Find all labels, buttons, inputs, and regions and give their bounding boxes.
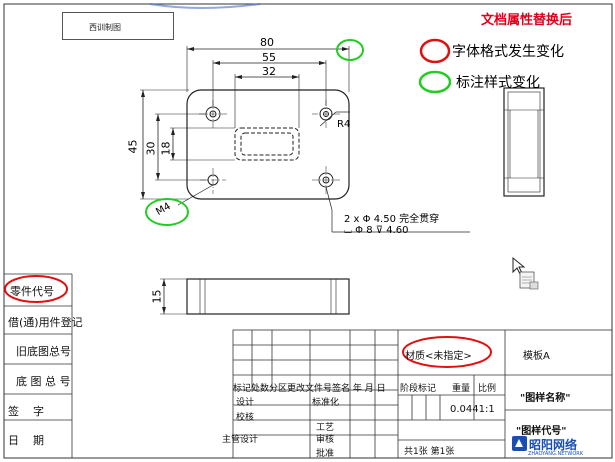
green-ellipse-m4 bbox=[145, 198, 189, 226]
dim-18: 18 bbox=[159, 141, 173, 156]
review-label: 审核 bbox=[316, 435, 335, 445]
red-ellipse-material bbox=[402, 336, 492, 368]
scale-label: 比例 bbox=[478, 384, 497, 394]
old-total-label: 旧底图总号 bbox=[16, 345, 71, 358]
legend-green-ellipse bbox=[418, 70, 452, 94]
side-table-grid bbox=[4, 273, 73, 458]
side-view bbox=[503, 87, 545, 197]
scale-value: 0.0441:1 bbox=[450, 404, 495, 415]
template-label: 模板A bbox=[523, 351, 550, 362]
borrow-register-label: 借(通)用件登记 bbox=[8, 316, 83, 329]
bottom-view bbox=[160, 278, 350, 315]
legend-green-label: 标注样式变化 bbox=[456, 75, 540, 91]
green-ellipse-dim bbox=[336, 39, 364, 61]
weight-label: 重量 bbox=[452, 384, 471, 394]
hole-note-2: ⌴ Φ 8 ⊽ 4.60 bbox=[344, 225, 409, 236]
main-design-label: 主管设计 bbox=[222, 435, 259, 445]
watermark-url: ZHAOYANG.NETWORK bbox=[528, 451, 584, 457]
plate-outline bbox=[186, 89, 350, 200]
drawing-code: "图样代号" bbox=[516, 426, 567, 437]
sheet-count-label: 共1张 第1张 bbox=[404, 447, 455, 457]
drawing-name: "图样名称" bbox=[520, 393, 571, 404]
center-pocket bbox=[234, 127, 300, 161]
sign-label: 签 字 bbox=[8, 405, 44, 418]
process-label: 工艺 bbox=[316, 423, 335, 433]
note-title: 文档属性替换后 bbox=[481, 13, 573, 28]
legend-red-ellipse bbox=[419, 38, 451, 64]
stage-mark-label: 阶段标记 bbox=[400, 384, 437, 394]
design-label: 设计 bbox=[236, 398, 255, 408]
document-move-icon bbox=[519, 271, 539, 290]
dim-30: 30 bbox=[144, 141, 158, 156]
center-pocket-inner bbox=[240, 132, 294, 156]
base-total-label: 底 图 总 号 bbox=[16, 375, 71, 388]
date-label: 日 期 bbox=[8, 434, 44, 447]
tb-header-row: 标记处数分区更改文件号签名 年 月 日 bbox=[233, 384, 386, 394]
dim-55: 55 bbox=[262, 51, 276, 64]
dim-r4: R4 bbox=[337, 119, 351, 130]
part-code-label: 零件代号 bbox=[10, 285, 54, 298]
hole-note-1: 2 x Φ 4.50 完全贯穿 bbox=[344, 214, 440, 225]
dim-80: 80 bbox=[260, 36, 274, 49]
material-label: 材质<未指定> bbox=[405, 351, 472, 362]
dim-32: 32 bbox=[262, 65, 276, 78]
dim-15: 15 bbox=[150, 289, 164, 304]
sheet-tag-box: 西训制图 bbox=[62, 12, 174, 40]
annotation-marks bbox=[4, 38, 492, 368]
dim-45: 45 bbox=[126, 139, 140, 154]
approve-label: 批准 bbox=[316, 449, 335, 459]
sheet-tag-label: 西训制图 bbox=[89, 23, 121, 32]
check-label: 校核 bbox=[236, 413, 255, 423]
top-fragment bbox=[149, 3, 261, 9]
front-view bbox=[140, 46, 470, 233]
red-ellipse-part-code bbox=[4, 275, 68, 303]
watermark-name: 昭阳网络 bbox=[529, 438, 578, 452]
standard-label: 标准化 bbox=[312, 398, 340, 408]
title-block-grid bbox=[232, 329, 613, 459]
legend-red-label: 字体格式发生变化 bbox=[452, 44, 564, 60]
logo-icon bbox=[512, 436, 527, 451]
